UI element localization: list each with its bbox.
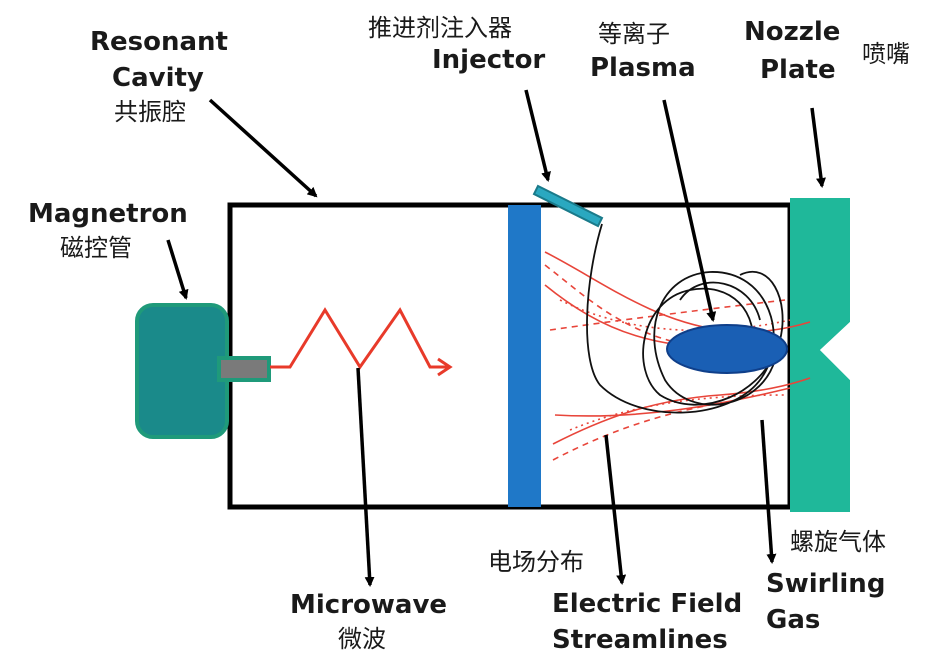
injector-label-cn: 推进剂注入器 <box>368 14 512 42</box>
swirling-gas-label-line2: Gas <box>766 605 820 635</box>
injector-label: Injector <box>432 45 545 75</box>
magnetron-label-cn: 磁控管 <box>60 234 132 262</box>
swirling-gas-loops <box>586 223 784 414</box>
resonant-cavity-label-cn: 共振腔 <box>114 98 186 126</box>
magnetron-antenna <box>217 356 271 382</box>
nozzle-plate <box>790 198 850 512</box>
plasma-label-cn: 等离子 <box>598 20 670 48</box>
microwave-label-cn: 微波 <box>338 625 386 653</box>
plasma-label: Plasma <box>590 53 696 83</box>
propellant-injector <box>532 184 604 228</box>
swirling-gas-label-line1: Swirling <box>766 569 885 599</box>
microwave-label: Microwave <box>290 590 447 620</box>
nozzle-plate-label-cn: 喷嘴 <box>862 40 910 68</box>
electric-field-label-cn: 电场分布 <box>488 548 584 576</box>
plasma-core <box>666 324 788 374</box>
pointer-arrows <box>166 89 826 587</box>
microwave-wave <box>270 307 448 370</box>
nozzle-plate-label-line1: Nozzle <box>744 17 840 47</box>
dielectric-window <box>508 205 541 507</box>
resonant-cavity-label-line2: Cavity <box>112 63 204 93</box>
electric-field-label-line2: Streamlines <box>552 625 728 655</box>
swirling-gas-label-cn: 螺旋气体 <box>790 528 886 556</box>
microwave-arrowhead <box>437 357 453 377</box>
electric-field-streamlines <box>544 251 811 461</box>
electric-field-label-line1: Electric Field <box>552 589 742 619</box>
resonant-cavity-label-line1: Resonant <box>90 27 228 57</box>
magnetron-body <box>135 303 229 439</box>
magnetron-label: Magnetron <box>28 199 188 229</box>
nozzle-plate-label-line2: Plate <box>760 55 836 85</box>
nozzle-throat <box>820 322 858 380</box>
